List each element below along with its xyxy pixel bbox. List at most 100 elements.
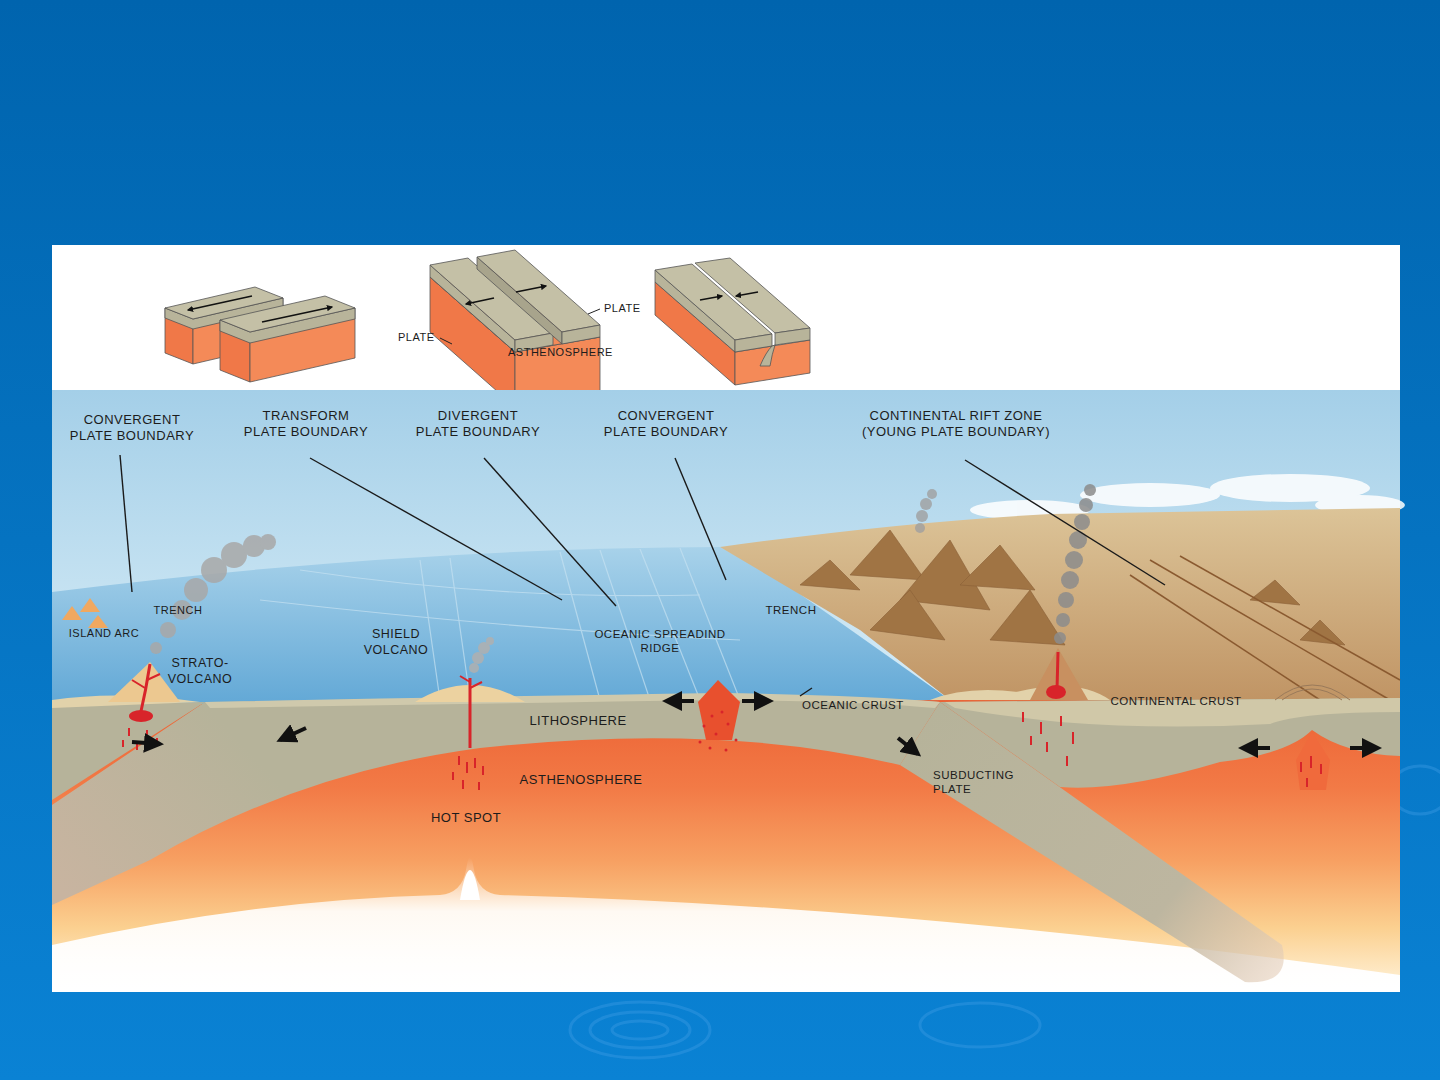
leader-lines xyxy=(484,458,616,606)
distant-plume xyxy=(920,498,932,510)
shield-volcano xyxy=(478,782,480,790)
motion-arrows xyxy=(1242,746,1270,750)
stratovolcano xyxy=(122,728,158,750)
shield-volcano xyxy=(452,772,454,780)
oceanic-lithosphere xyxy=(52,694,940,905)
spreading-ridge xyxy=(703,725,706,728)
feature-label: TRENCH xyxy=(154,604,203,618)
sea-floor-lines xyxy=(300,570,700,596)
mountains xyxy=(990,590,1065,645)
feature-label: STRATO-VOLCANO xyxy=(153,656,247,687)
continental-volcano xyxy=(1022,648,1088,766)
sea-floor-lines xyxy=(600,550,650,700)
continental-plume xyxy=(1069,531,1087,549)
continental-plume xyxy=(1058,592,1074,608)
transform-block xyxy=(262,307,332,322)
clouds xyxy=(1080,483,1220,507)
shield-volcano xyxy=(466,762,468,773)
stratovolcano xyxy=(128,728,130,736)
shield-plume xyxy=(472,652,484,664)
layer-label: ASTHENOSPHERE xyxy=(520,772,643,788)
transform-block xyxy=(220,296,355,332)
rift-upwelling xyxy=(1300,756,1322,787)
motion-arrows xyxy=(132,701,1378,754)
convergent-block xyxy=(775,328,810,345)
continental-plume xyxy=(1065,551,1083,569)
spreading-ridge xyxy=(709,747,712,750)
convergent-block xyxy=(695,258,810,333)
island-arc xyxy=(88,615,108,628)
sea-floor-lines xyxy=(420,560,440,700)
convergent-block xyxy=(700,296,722,300)
continental-plume xyxy=(1054,484,1096,644)
feature-label: ISLAND ARC xyxy=(69,627,139,641)
stratovolcano xyxy=(146,730,148,740)
divergent-block xyxy=(430,250,600,407)
rift-upwelling xyxy=(1310,756,1312,768)
mountains xyxy=(850,530,925,580)
island-arc xyxy=(62,606,82,620)
leader-lines xyxy=(965,460,1165,585)
spreading-ridge xyxy=(698,680,740,740)
eruption-plume xyxy=(260,534,276,550)
rift-upwelling xyxy=(1300,762,1302,772)
spreading-ridge xyxy=(711,715,714,718)
mountains xyxy=(800,530,1345,645)
mountains xyxy=(1300,620,1345,645)
continental-plume xyxy=(1054,632,1066,644)
continental-volcano xyxy=(1030,736,1032,745)
rift-upwelling xyxy=(1320,764,1322,774)
eruption-plume xyxy=(184,578,208,602)
layer-label: LITHOSPHERE xyxy=(529,713,626,729)
boundary-label: CONVERGENT PLATE BOUNDARY xyxy=(47,412,218,445)
shield-plume xyxy=(469,663,479,673)
ripple-decoration xyxy=(920,1003,1040,1047)
continental-volcano xyxy=(1040,722,1042,734)
distant-plume xyxy=(927,489,937,499)
eruption-plume xyxy=(150,642,162,654)
stratovolcano xyxy=(140,664,150,716)
continental-volcano xyxy=(1046,685,1066,699)
spreading-ridge xyxy=(699,711,738,752)
continental-plume xyxy=(1074,514,1090,530)
continental-plume xyxy=(1079,498,1093,512)
continental-volcano xyxy=(1066,756,1068,766)
transform-block xyxy=(188,296,252,310)
continental-volcano xyxy=(1022,712,1074,766)
divergent-block xyxy=(562,325,600,344)
continental-plume xyxy=(1056,613,1070,627)
leader-lines xyxy=(675,458,726,580)
island-arc xyxy=(80,598,100,612)
continental-volcano xyxy=(1046,742,1048,752)
motion-arrows xyxy=(1350,746,1378,750)
feature-label: OCEANIC SPREADIND RIDGE xyxy=(585,627,735,656)
feature-label: SHIELD VOLCANO xyxy=(351,627,441,658)
hot-spot-plume xyxy=(460,870,480,900)
sea-floor-lines xyxy=(680,548,740,700)
spreading-ridge xyxy=(735,739,738,742)
convergent-block xyxy=(735,334,772,352)
motion-arrows xyxy=(742,699,770,703)
stratovolcano xyxy=(129,710,153,722)
continental-volcano xyxy=(1022,712,1024,722)
distant-plume xyxy=(915,489,937,533)
rift-valley xyxy=(1130,556,1400,700)
divergent-block xyxy=(440,338,452,344)
block-label: ASTHENOSPHERE xyxy=(508,346,613,360)
spreading-ridge xyxy=(699,741,702,744)
stratovolcano xyxy=(132,674,160,688)
divergent-block xyxy=(466,298,494,304)
mountains xyxy=(960,545,1035,590)
shield-volcano xyxy=(482,766,484,775)
leader-lines xyxy=(120,455,1165,696)
convergent-block xyxy=(736,292,758,296)
leader-lines xyxy=(310,458,562,600)
stratovolcano xyxy=(122,740,124,747)
rift-upwelling xyxy=(1282,689,1342,700)
ripple-decoration xyxy=(612,1021,668,1039)
spreading-ridge xyxy=(715,733,718,736)
shield-volcano xyxy=(458,756,460,765)
sediment-wedges xyxy=(52,686,1110,708)
island-arc xyxy=(62,598,108,628)
